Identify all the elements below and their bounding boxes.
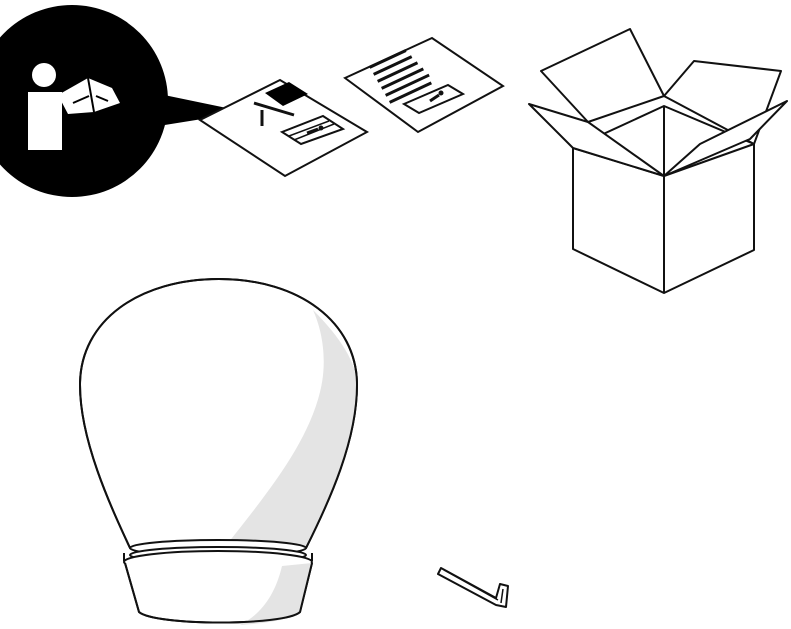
read-manual-icon <box>0 5 246 197</box>
lamp-base-icon <box>123 539 313 625</box>
lamp-shade-icon <box>78 277 359 549</box>
instruction-sheet-icon <box>198 36 505 178</box>
open-box-icon <box>528 28 788 294</box>
allen-key-icon <box>437 567 509 608</box>
